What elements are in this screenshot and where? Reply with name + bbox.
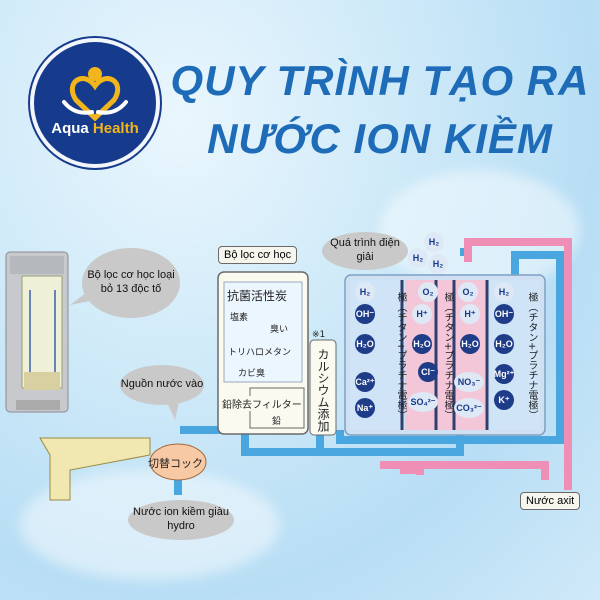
lead-label: 鉛 (272, 417, 282, 427)
logo-text-aqua: Aqua (51, 120, 89, 137)
calcium-chamber (309, 339, 337, 436)
lead-filter-label: 鉛除去フィルター (222, 396, 302, 411)
ion-k: K⁺ (494, 390, 514, 410)
mold-label: カビ臭 (238, 369, 266, 379)
ion-h2o-right: H₂O (494, 334, 514, 354)
ion-h2o-left: H₂O (355, 334, 375, 354)
filter-box-label: Bộ lọc cơ học (218, 246, 298, 264)
brand-logo: Aqua Health (30, 38, 160, 168)
faucet (39, 437, 151, 501)
calcium-mark: ※1 (312, 330, 326, 340)
calcium-text: カルシウム添加 (316, 348, 330, 432)
ion-oh-left: OH⁻ (355, 304, 375, 324)
electrode-text-2: 極（チタン+プラチナ電極） (442, 292, 453, 421)
h2-bubble-1: H₂ (424, 232, 444, 252)
ion-co3: CO₃²⁻ (454, 398, 484, 418)
chlorine-label: 塩素 (230, 313, 249, 323)
ion-mg: Mg²⁺ (494, 364, 514, 384)
ion-na: Na⁺ (355, 398, 375, 418)
ion-h2o-mid-left: H₂O (412, 334, 432, 354)
carbon-title: 抗菌活性炭 (227, 289, 288, 303)
prefilter-cartridge (5, 251, 69, 413)
ion-so4: SO₄²⁻ (408, 392, 438, 412)
h2-bubble-3: H₂ (428, 254, 448, 274)
prefilter-callout: Bộ lọc cơ học loại bỏ 13 độc tố (82, 248, 180, 318)
title-line-1: QUY TRÌNH TẠO RA (170, 57, 590, 104)
electrolysis-callout: Quá trình điện giải (322, 232, 408, 270)
logo-text-health: Health (92, 120, 139, 137)
ion-ca: Ca²⁺ (355, 372, 375, 392)
electrode-text-1: 極（チタン+プラチナ電極） (395, 292, 406, 421)
heart-hands-icon (62, 67, 128, 122)
source-callout: Nguồn nước vào (120, 365, 204, 405)
output-callout: Nước ion kiềm giàu hydro (128, 500, 234, 540)
ion-h2o-mid-right: H₂O (460, 334, 480, 354)
ion-o2-mid-left: O₂ (418, 282, 438, 302)
trihalomethane-label: トリハロメタン (228, 348, 292, 358)
ion-h-plus-left: H⁺ (412, 304, 432, 324)
ion-o2-mid-right: O₂ (458, 282, 478, 302)
ion-cl: Cl⁻ (418, 362, 438, 382)
h2-bubble-2: H₂ (408, 248, 428, 268)
pink-pipe (380, 238, 572, 490)
valve-label: 切替コック (148, 457, 203, 470)
odor-label: 臭い (270, 325, 289, 335)
title-line-2: NƯỚC ION KIỀM (207, 115, 553, 162)
carbon-chamber (223, 281, 303, 383)
ion-h2-left: H₂ (355, 282, 375, 302)
acid-water-label: Nước axit (520, 492, 581, 510)
ion-oh-right: OH⁻ (494, 304, 514, 324)
logo-text: Aqua Health (34, 120, 156, 137)
valve-body (149, 443, 207, 481)
ion-no3: NO₃⁻ (454, 372, 484, 392)
electrode-text-3: 極（チタン+プラチナ電極） (526, 292, 537, 421)
ion-h-plus-right: H⁺ (460, 304, 480, 324)
ion-h2-right: H₂ (494, 282, 514, 302)
